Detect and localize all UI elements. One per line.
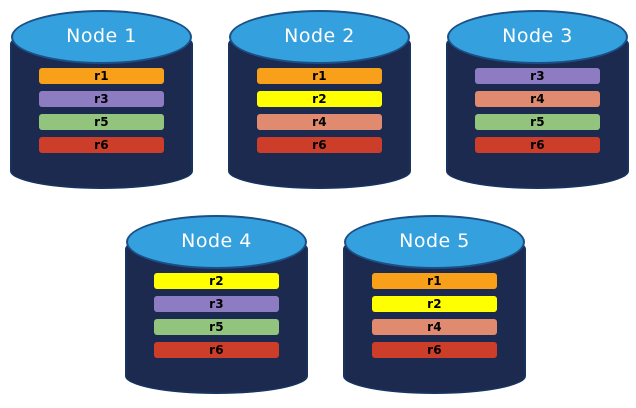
database-node-2[interactable]: Node 2 r1 r2 r4 r6 xyxy=(228,8,411,191)
replica-label: r3 xyxy=(94,92,109,106)
replica-bar-r5[interactable]: r5 xyxy=(39,114,164,130)
replica-bar-r1[interactable]: r1 xyxy=(372,273,497,289)
replica-bar-r2[interactable]: r2 xyxy=(257,91,382,107)
replica-bar-r3[interactable]: r3 xyxy=(475,68,600,84)
replica-bar-r1[interactable]: r1 xyxy=(39,68,164,84)
replica-bar-r4[interactable]: r4 xyxy=(257,114,382,130)
replica-label: r1 xyxy=(312,69,327,83)
node-label: Node 1 xyxy=(66,24,137,47)
replica-label: r6 xyxy=(530,138,545,152)
replica-list: r1 r3 r5 r6 xyxy=(39,68,164,153)
replica-label: r3 xyxy=(209,297,224,311)
replica-bar-r1[interactable]: r1 xyxy=(257,68,382,84)
replica-label: r1 xyxy=(427,274,442,288)
replica-bar-r3[interactable]: r3 xyxy=(154,296,279,312)
replica-bar-r6[interactable]: r6 xyxy=(257,137,382,153)
replica-label: r6 xyxy=(209,343,224,357)
database-node-4[interactable]: Node 4 r2 r3 r5 r6 xyxy=(125,213,308,396)
database-node-5[interactable]: Node 5 r1 r2 r4 r6 xyxy=(343,213,526,396)
replica-bar-r2[interactable]: r2 xyxy=(372,296,497,312)
replica-label: r4 xyxy=(312,115,327,129)
replica-bar-r5[interactable]: r5 xyxy=(475,114,600,130)
replica-bar-r3[interactable]: r3 xyxy=(39,91,164,107)
replica-bar-r6[interactable]: r6 xyxy=(475,137,600,153)
replica-bar-r2[interactable]: r2 xyxy=(154,273,279,289)
replica-bar-r6[interactable]: r6 xyxy=(39,137,164,153)
node-label: Node 2 xyxy=(284,24,355,47)
replica-label: r5 xyxy=(209,320,224,334)
replica-list: r2 r3 r5 r6 xyxy=(154,273,279,358)
replica-label: r5 xyxy=(530,115,545,129)
replica-label: r6 xyxy=(312,138,327,152)
replica-label: r2 xyxy=(209,274,224,288)
replica-label: r2 xyxy=(427,297,442,311)
node-label: Node 4 xyxy=(181,229,252,252)
replica-list: r1 r2 r4 r6 xyxy=(372,273,497,358)
node-cylinder-top: Node 4 xyxy=(126,215,307,269)
replica-list: r1 r2 r4 r6 xyxy=(257,68,382,153)
node-cylinder-top: Node 5 xyxy=(344,215,525,269)
replica-label: r1 xyxy=(94,69,109,83)
replica-label: r4 xyxy=(530,92,545,106)
node-cylinder-top: Node 3 xyxy=(447,10,628,64)
replica-bar-r6[interactable]: r6 xyxy=(372,342,497,358)
replica-label: r3 xyxy=(530,69,545,83)
replica-label: r5 xyxy=(94,115,109,129)
replica-bar-r4[interactable]: r4 xyxy=(372,319,497,335)
replica-label: r6 xyxy=(94,138,109,152)
replica-label: r4 xyxy=(427,320,442,334)
replica-label: r6 xyxy=(427,343,442,357)
replica-bar-r4[interactable]: r4 xyxy=(475,91,600,107)
node-label: Node 5 xyxy=(399,229,470,252)
database-node-3[interactable]: Node 3 r3 r4 r5 r6 xyxy=(446,8,629,191)
replica-bar-r6[interactable]: r6 xyxy=(154,342,279,358)
replica-label: r2 xyxy=(312,92,327,106)
replica-list: r3 r4 r5 r6 xyxy=(475,68,600,153)
node-label: Node 3 xyxy=(502,24,573,47)
node-cylinder-top: Node 2 xyxy=(229,10,410,64)
node-cylinder-top: Node 1 xyxy=(11,10,192,64)
replica-bar-r5[interactable]: r5 xyxy=(154,319,279,335)
database-node-1[interactable]: Node 1 r1 r3 r5 r6 xyxy=(10,8,193,191)
